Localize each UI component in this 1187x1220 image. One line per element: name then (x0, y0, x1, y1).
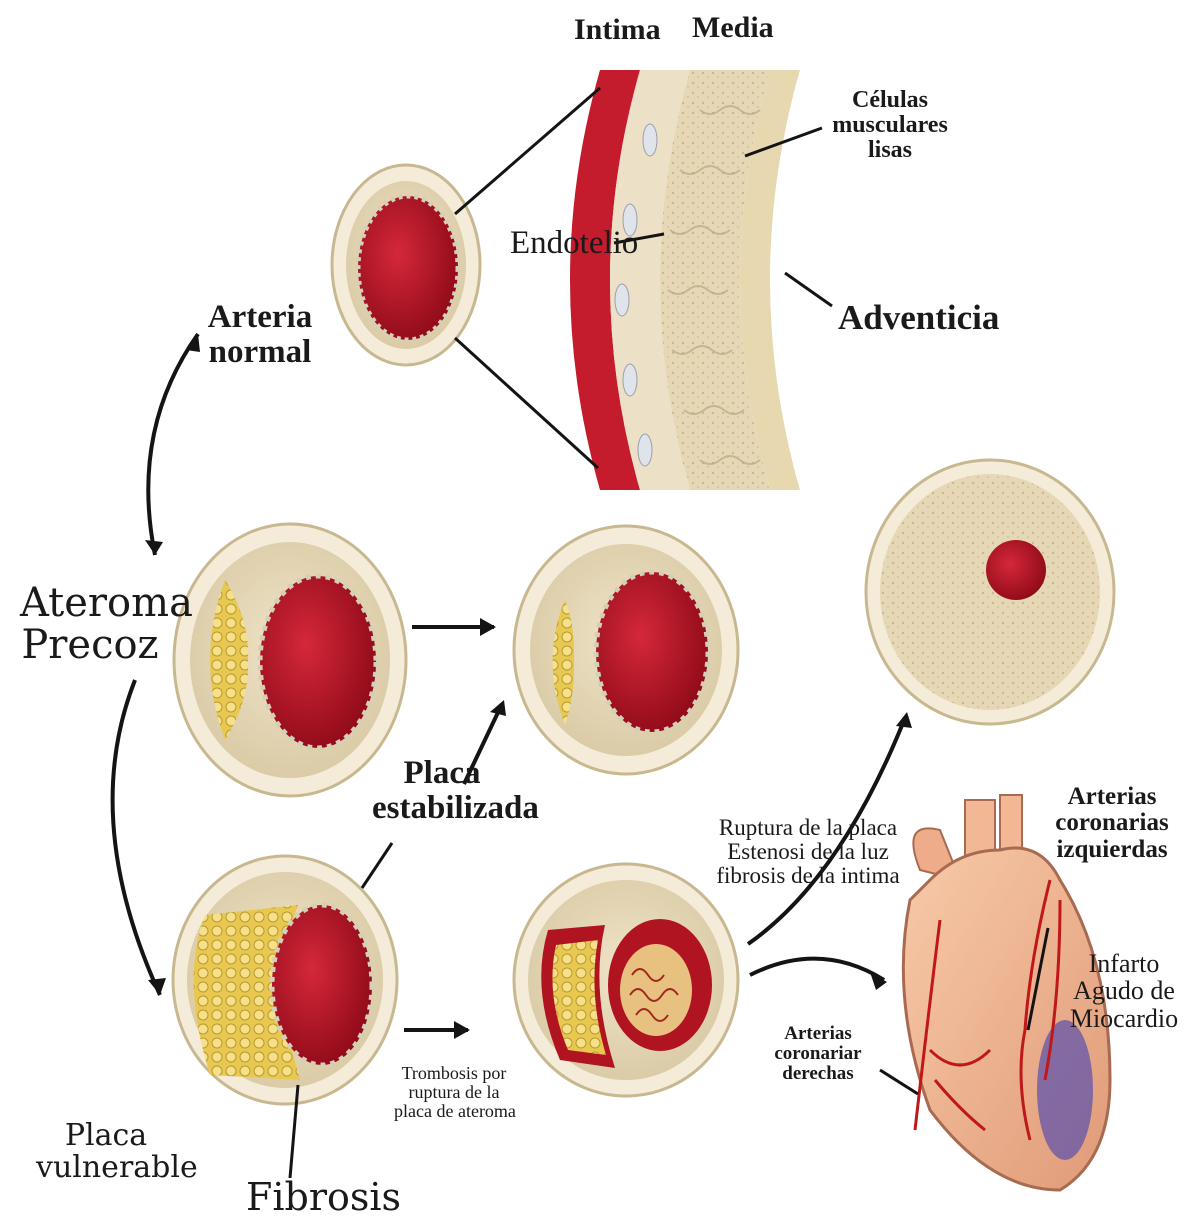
label-arteria-normal-line1: Arteria (200, 300, 320, 335)
wall-cross-section (570, 70, 800, 490)
stabilized-plaque-artery (514, 526, 738, 774)
label-intima: Intima (574, 14, 661, 46)
label-arterias-derechas-line1: Arterias (758, 1024, 878, 1044)
label-trombosis: Trombosis por ruptura de la placa de ate… (394, 1064, 514, 1121)
vulnerable-plaque-artery (173, 856, 397, 1104)
label-celulas-line3: lisas (820, 138, 960, 163)
label-fibrosis: Fibrosis (246, 1178, 401, 1218)
label-arterias-izquierdas-line3: izquierdas (1052, 837, 1172, 863)
label-placa-estabilizada-line1: Placa (372, 756, 512, 791)
label-arteria-normal-line2: normal (200, 335, 320, 370)
label-arterias-izquierdas: Arterias coronarias izquierdas (1052, 784, 1172, 863)
label-arterias-izquierdas-line2: coronarias (1052, 810, 1172, 836)
label-adventicia: Adventicia (838, 300, 999, 337)
label-celulas-line2: musculares (820, 113, 960, 138)
label-placa-vulnerable-line1: Placa (36, 1120, 176, 1152)
label-arterias-derechas-line2: coronariar (758, 1044, 878, 1064)
normal-artery (332, 165, 480, 365)
label-ruptura-line2: Estenosi de la luz (708, 840, 908, 864)
label-arterias-izquierdas-line1: Arterias (1052, 784, 1172, 810)
label-trombosis-line1: Trombosis por (394, 1064, 514, 1083)
label-arterias-derechas: Arterias coronariar derechas (758, 1024, 878, 1084)
stenosis-artery (866, 460, 1114, 724)
label-ateroma-precoz-line2: Precoz (20, 624, 160, 666)
label-placa-estabilizada-line2: estabilizada (372, 791, 512, 826)
label-endotelio: Endotelio (510, 226, 638, 261)
label-celulas-line1: Células (820, 88, 960, 113)
label-ruptura-line1: Ruptura de la placa (708, 816, 908, 840)
label-infarto-line2: Agudo de (1064, 977, 1184, 1004)
label-ateroma-precoz-line1: Ateroma (20, 582, 160, 624)
label-placa-vulnerable-line2: vulnerable (36, 1152, 176, 1184)
label-infarto: Infarto Agudo de Miocardio (1064, 950, 1184, 1032)
label-arterias-derechas-line3: derechas (758, 1064, 878, 1084)
label-trombosis-line3: placa de ateroma (394, 1102, 514, 1121)
label-infarto-line3: Miocardio (1064, 1005, 1184, 1032)
label-media: Media (692, 12, 774, 44)
label-ateroma-precoz: Ateroma Precoz (20, 582, 160, 666)
thrombosis-artery (514, 864, 738, 1096)
label-arteria-normal: Arteria normal (200, 300, 320, 369)
label-celulas: Células musculares lisas (820, 88, 960, 164)
label-placa-estabilizada: Placa estabilizada (372, 756, 512, 825)
label-ruptura-line3: fibrosis de la intima (708, 864, 908, 888)
label-trombosis-line2: ruptura de la (394, 1083, 514, 1102)
label-placa-vulnerable: Placa vulnerable (36, 1120, 176, 1183)
label-ruptura: Ruptura de la placa Estenosi de la luz f… (708, 816, 908, 888)
label-infarto-line1: Infarto (1064, 950, 1184, 977)
